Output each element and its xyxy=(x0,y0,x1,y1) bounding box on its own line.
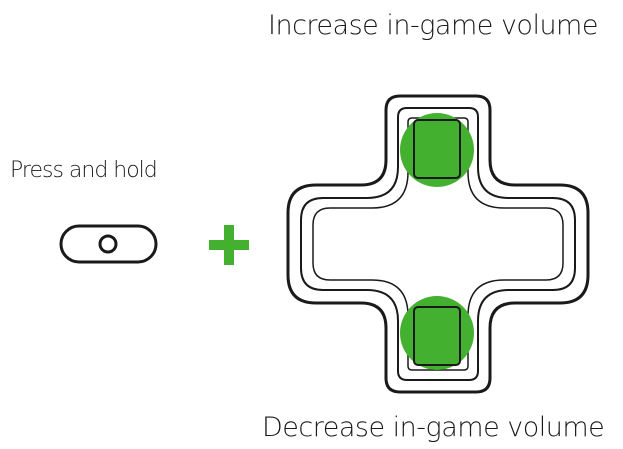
dpad-down-highlight xyxy=(400,296,474,370)
dpad-middle-outline xyxy=(300,107,576,381)
increase-volume-label: Increase in-game volume xyxy=(268,10,598,41)
menu-button-icon xyxy=(59,224,158,264)
dpad-outer-outline xyxy=(286,94,590,394)
dpad-up-highlight xyxy=(400,113,474,187)
decrease-volume-label: Decrease in-game volume xyxy=(262,412,605,443)
dpad-icon xyxy=(286,94,590,394)
press-and-hold-label: Press and hold xyxy=(10,158,158,183)
dpad-inner-outline xyxy=(312,117,564,371)
plus-icon xyxy=(209,225,249,265)
